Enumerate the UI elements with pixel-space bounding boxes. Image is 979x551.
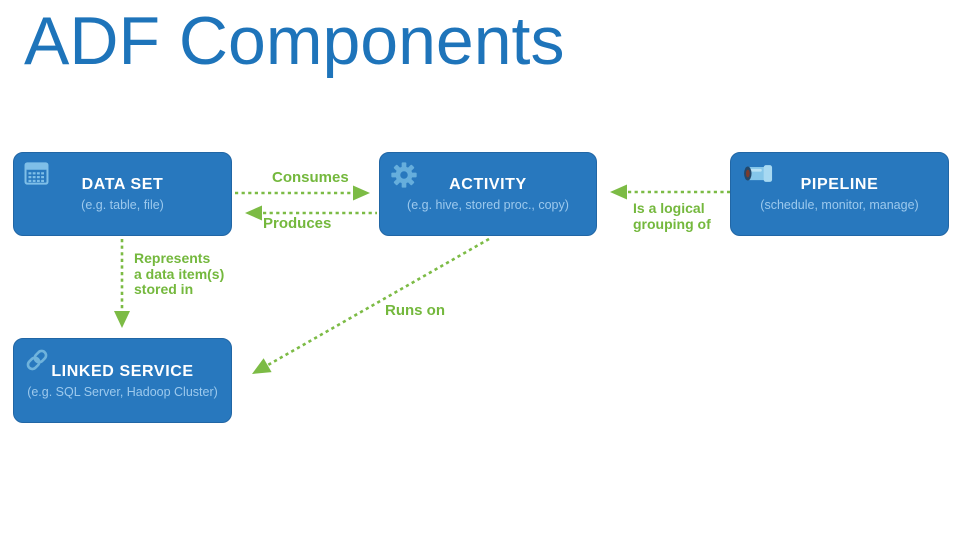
node-activity-subtitle: (e.g. hive, stored proc., copy) xyxy=(407,198,569,212)
edge-represents-label-line1: Represents xyxy=(134,250,211,266)
edge-produces-arrowhead xyxy=(245,205,262,221)
node-pipeline: PIPELINE (schedule, monitor, manage) xyxy=(730,152,949,236)
edge-consumes-arrowhead xyxy=(353,185,370,201)
node-pipeline-title: PIPELINE xyxy=(800,176,879,193)
node-linked-service: LINKED SERVICE (e.g. SQL Server, Hadoop … xyxy=(13,338,232,423)
node-data-set: DATA SET (e.g. table, file) xyxy=(13,152,232,236)
node-data-set-subtitle: (e.g. table, file) xyxy=(81,198,164,212)
edge-represents-label: Represents a data item(s) stored in xyxy=(134,250,225,298)
chain-link-icon xyxy=(23,346,51,374)
edge-grouping-label-line2: grouping of xyxy=(633,215,711,232)
node-activity-title: ACTIVITY xyxy=(449,176,527,193)
edge-represents-label-line2: a data item(s) xyxy=(134,265,225,282)
edge-grouping-arrowhead xyxy=(610,184,627,200)
pipe-icon xyxy=(740,160,778,188)
edge-runs-on-line xyxy=(267,237,490,367)
node-activity: ACTIVITY (e.g. hive, stored proc., copy) xyxy=(379,152,597,236)
gear-icon xyxy=(389,160,419,190)
edge-runs-on-arrowhead xyxy=(252,358,272,374)
edge-represents-label-line3: stored in xyxy=(134,281,194,298)
edge-runs-on-label: Runs on xyxy=(385,302,445,319)
edge-represents-arrowhead xyxy=(114,311,130,328)
edge-consumes-label: Consumes xyxy=(272,169,349,186)
node-linked-service-subtitle: (e.g. SQL Server, Hadoop Cluster) xyxy=(27,384,218,399)
table-grid-icon xyxy=(23,160,50,187)
slide-title: ADF Components xyxy=(24,3,565,79)
node-pipeline-subtitle: (schedule, monitor, manage) xyxy=(760,198,919,212)
edge-grouping-label: Is a logical grouping of xyxy=(633,200,711,232)
edge-produces-label: Produces xyxy=(263,215,332,232)
node-linked-service-title: LINKED SERVICE xyxy=(51,362,194,380)
edge-grouping-label-line1: Is a logical xyxy=(633,200,705,216)
node-data-set-title: DATA SET xyxy=(81,176,164,193)
